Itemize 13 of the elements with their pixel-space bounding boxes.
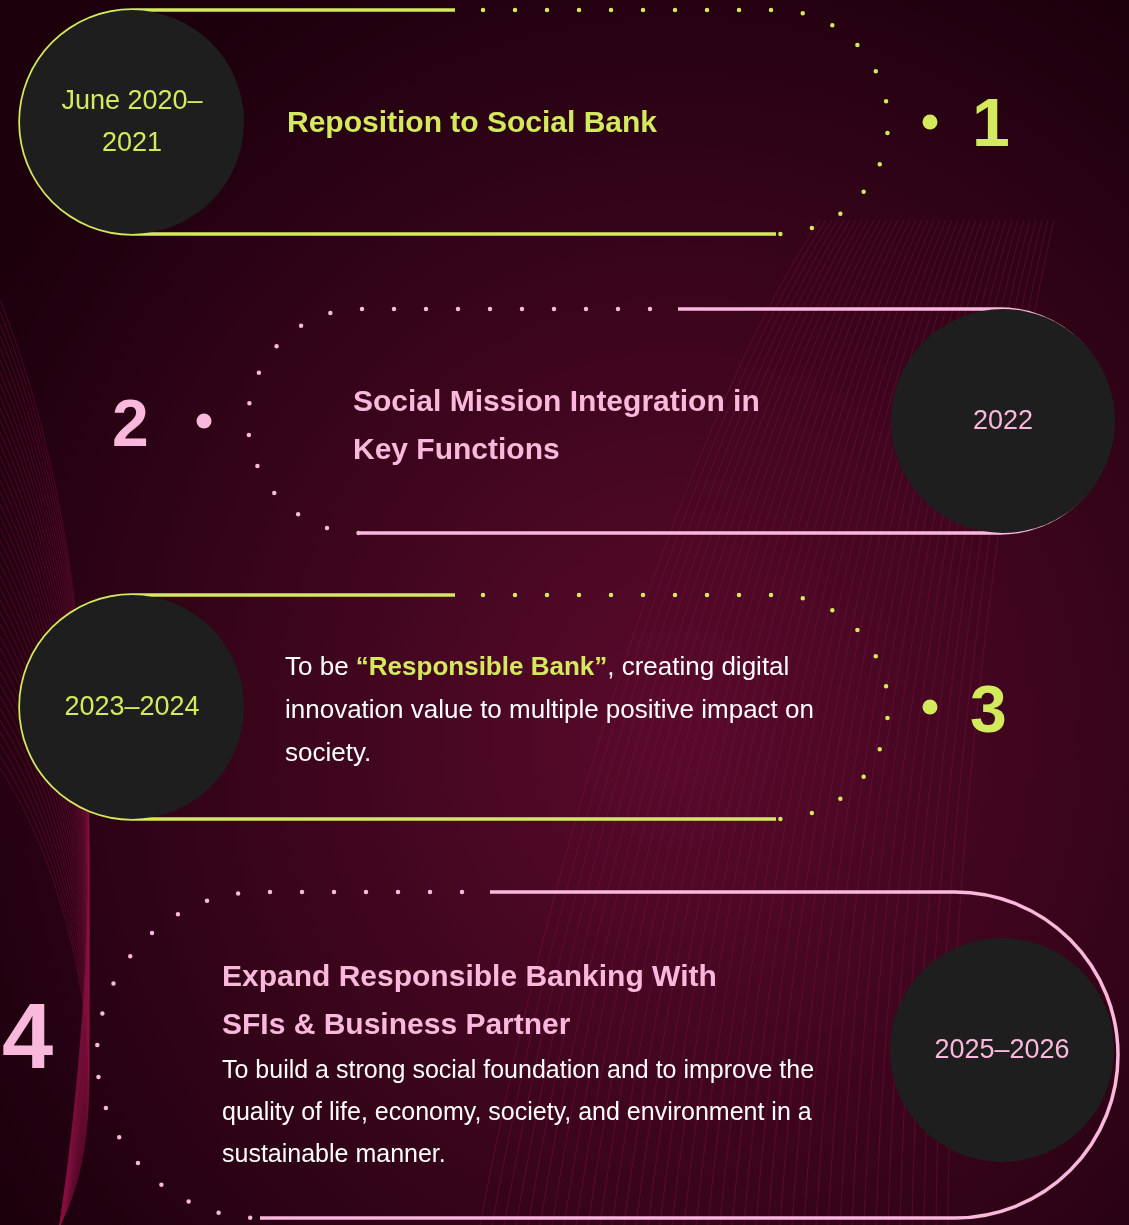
date-range: June 2020–2021 [60,84,204,159]
milestone-title: Expand Responsible Banking With SFIs & Business Partner [222,958,718,1042]
step-number: 2 [112,390,149,456]
step-number: 4 [2,990,54,1082]
date-range: 2025–2026 [933,1033,1071,1067]
milestone-title: Social Mission Integration in Key Functions [353,383,761,467]
milestone-description: To build a strong social foundation and to improve the quality of life, economy, society, and environment in a sustainable manner. [222,1054,816,1169]
date-range: 2022 [971,404,1035,438]
milestone-title: Reposition to Social Bank [287,104,659,140]
milestone-title: To be “Responsible Bank”, creating digital innovation value to multiple positive impact on society. [285,650,815,769]
date-range: 2023–2024 [63,690,201,724]
step-number: 1 [972,88,1010,156]
step-number: 3 [970,676,1007,742]
